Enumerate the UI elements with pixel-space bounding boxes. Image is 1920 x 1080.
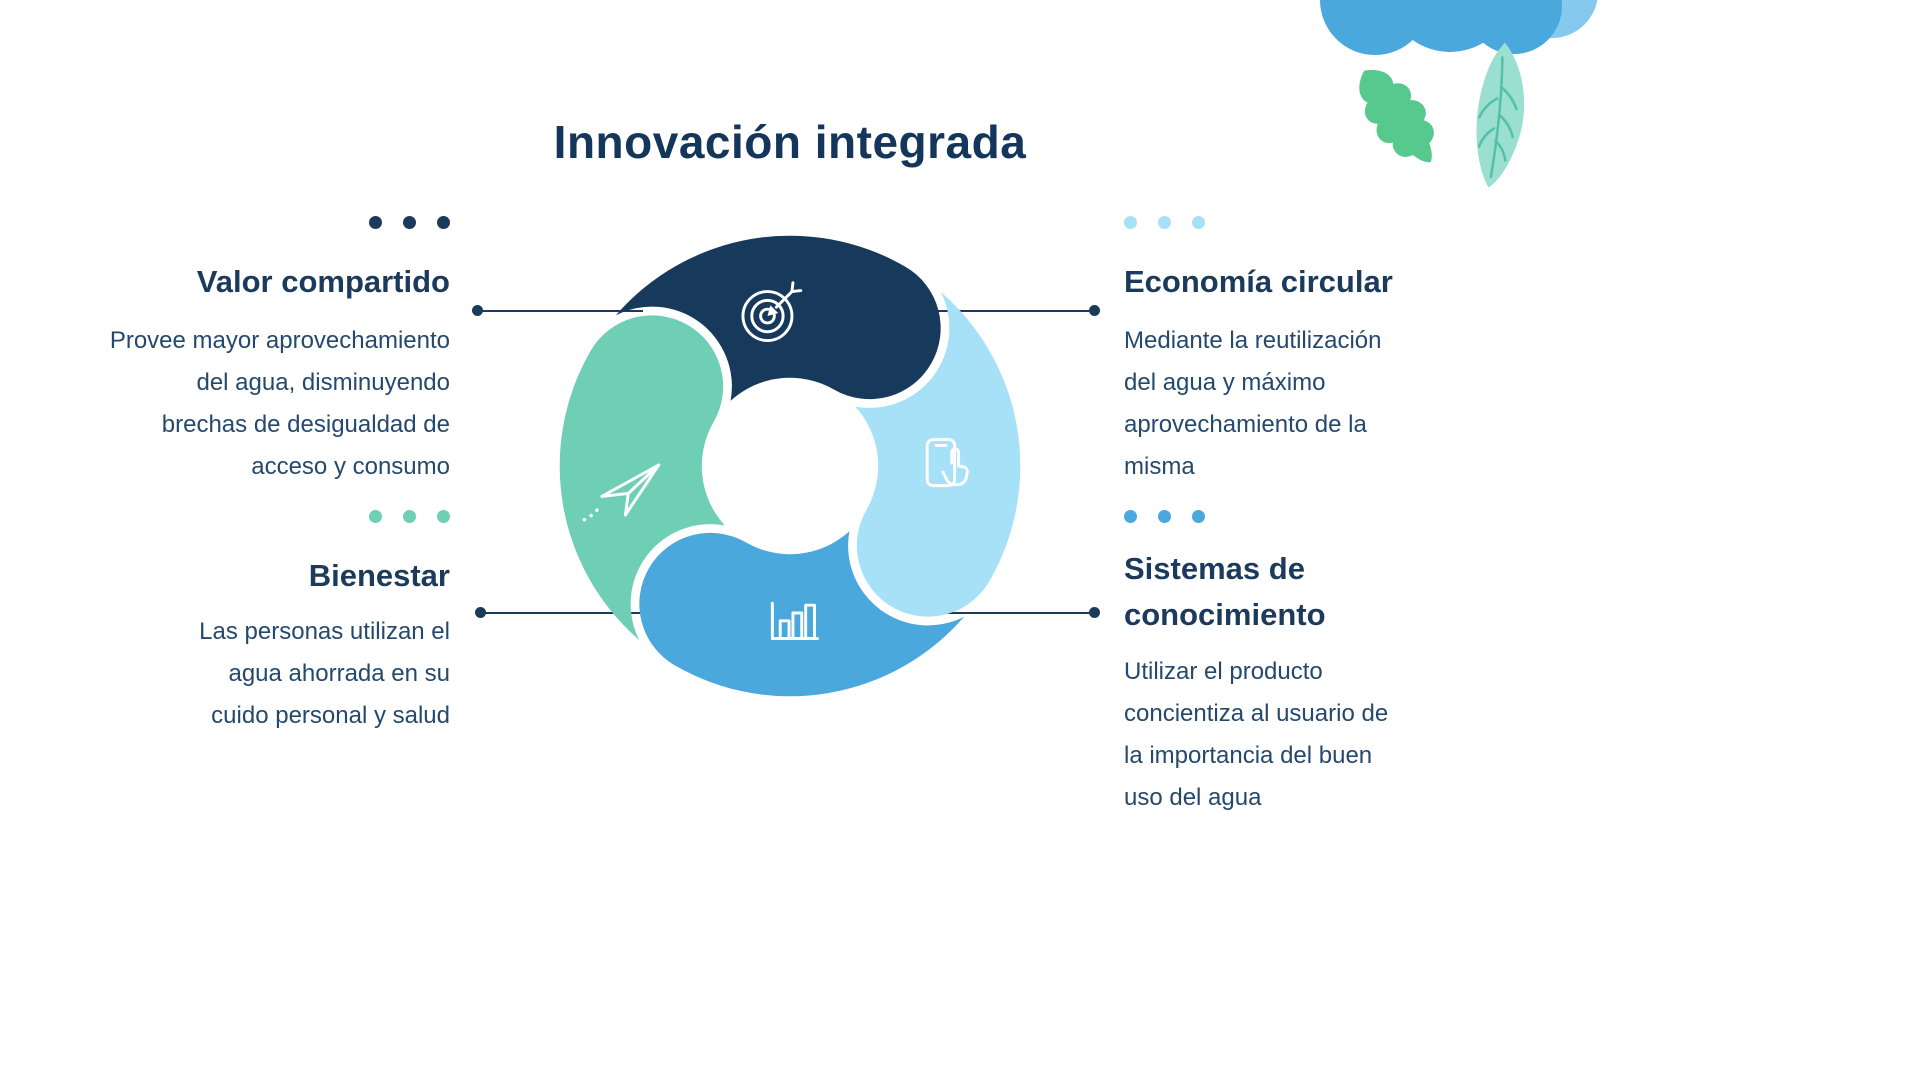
dot [437,216,450,229]
target-ring-outer [741,290,794,343]
body-line: aprovechamiento de la [1124,411,1367,438]
segment-economia-circular [855,291,1021,617]
body-line: concientiza al usuario de [1124,700,1389,727]
body-line: cuido personal y salud [211,702,450,729]
chart-bar [804,603,816,640]
leaf-vein [1493,139,1507,162]
chart-bar [778,619,791,640]
dot [1158,510,1171,523]
dot [437,510,450,523]
page-title: Innovación integrada [553,115,1027,168]
section-valor-compartido: Valor compartido Provee mayor aprovecham… [20,216,450,488]
body-line: del agua, disminuyendo [196,369,450,396]
body-line: agua ahorrada en su [228,660,450,687]
leaf-vein [1499,85,1519,111]
dot [403,510,416,523]
body-line: la importancia del buen [1124,742,1373,769]
heading-sistemas-de-conocimiento: Sistemas de conocimiento [1124,551,1326,632]
dot [1192,510,1205,523]
dot [403,216,416,229]
body-sistemas-de-conocimiento: Utilizar el producto concientiza al usua… [1124,651,1388,819]
body-line: acceso y consumo [251,453,450,480]
body-line: Utilizar el producto [1124,658,1323,685]
connector-line-economia [935,310,1095,312]
phone-tap-icon [925,438,969,488]
accent-dots-bienestar [369,510,450,523]
target-icon [741,281,803,343]
dot [1124,216,1137,229]
phone-body [925,438,957,488]
connector-dot-economia [1089,305,1100,316]
target-ring-inner [759,307,776,325]
oak-leaf-icon [1359,70,1434,163]
body-line: Las personas utilizan el [199,618,450,645]
dart-fletching [790,281,803,294]
connector-dot-sistemas [1089,607,1100,618]
body-line: uso del agua [1124,784,1262,811]
heading-economia-circular: Economía circular [1124,264,1393,299]
leaf-vein [1477,126,1496,148]
accent-dots-sistemas [1124,510,1205,523]
dot [1124,510,1137,523]
connector-line-sistemas [935,612,1095,614]
dot [369,216,382,229]
accent-dots-economia [1124,216,1205,229]
leaf-vein [1477,97,1499,119]
body-economia-circular: Mediante la reutilización del agua y máx… [1124,320,1381,488]
connector-line-bienestar [481,612,643,614]
veined-leaf-icon [1476,42,1525,188]
target-ring-middle [750,298,785,334]
dart-head [767,305,779,317]
body-line: del agua y máximo [1124,369,1326,396]
segment-valor-compartido [615,235,941,401]
body-line: Provee mayor aprovechamiento [109,327,450,354]
leaf-decoration [1320,0,1598,188]
body-bienestar: Las personas utilizan el agua ahorrada e… [199,611,450,737]
bar-chart-icon [770,601,819,640]
plane-body [623,463,661,517]
section-sistemas-de-conocimiento: Sistemas de conocimiento Utilizar el pro… [1124,510,1494,819]
chart-bar [791,611,804,640]
connector-dot-bienestar [475,607,486,618]
blob-lobe [1466,0,1562,54]
dot [369,510,382,523]
heading-bienestar: Bienestar [308,558,450,593]
leaf-veins [1477,56,1519,179]
body-valor-compartido: Provee mayor aprovechamiento del agua, d… [110,320,450,488]
body-line: Mediante la reutilización [1124,327,1382,354]
innovation-cycle-diagram [559,235,1021,697]
dart-shaft [774,290,794,309]
accent-dots-valor [369,216,450,229]
dot [1158,216,1171,229]
paper-plane-icon [576,463,661,524]
connector-line-valor [478,310,643,312]
body-line: misma [1124,453,1195,480]
section-bienestar: Bienestar Las personas utilizan el agua … [20,510,450,737]
tap-hand [941,447,969,487]
section-economia-circular: Economía circular Mediante la reutilizac… [1124,216,1494,488]
leaf-vein [1489,56,1504,179]
segment-bienestar [559,315,725,641]
blue-blob [1320,0,1598,55]
dot [1192,216,1205,229]
body-line: brechas de desigualdad de [161,411,450,438]
heading-valor-compartido: Valor compartido [196,264,450,299]
connector-dot-valor [472,305,483,316]
oak-leaf-shape [1359,70,1434,163]
leaf-vein [1497,113,1515,139]
